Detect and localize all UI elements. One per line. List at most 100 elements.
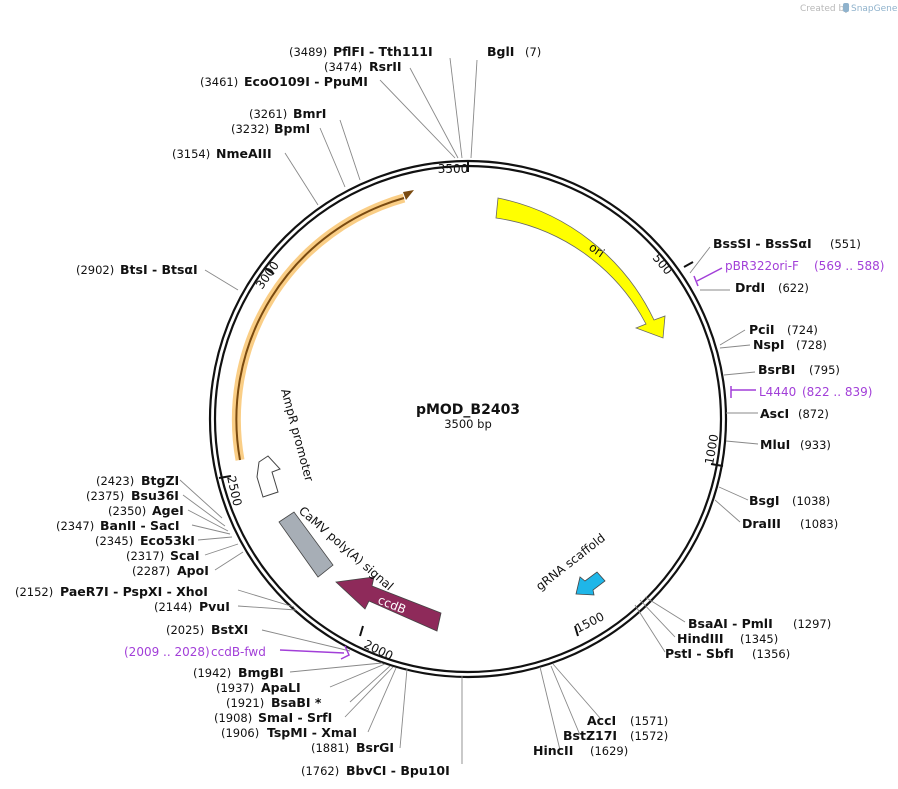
site-bgli[interactable]: BglI [487,44,514,59]
site-agei[interactable]: AgeI [152,503,184,518]
primer-ccdb-fwd-marker [279,645,350,660]
site-hincii[interactable]: HincII [533,743,573,758]
site-draiii-pos: (1083) [800,517,838,531]
feature-ampr-promoter-label: AmpR promoter [278,387,316,483]
site-btsi[interactable]: BtsI - BtsαI [120,262,198,277]
site-btsi-pos: (2902) [76,263,114,277]
feature-ori[interactable] [495,197,666,339]
site-pvui[interactable]: PvuI [199,599,230,614]
site-pvui-pos: (2144) [154,600,192,614]
site-bsu36i[interactable]: Bsu36I [131,488,179,503]
site-btgzi[interactable]: BtgZI [141,473,179,488]
site-bpmi[interactable]: BpmI [274,121,310,136]
leader-hincii [539,666,561,751]
site-ecoo109i[interactable]: EcoO109I - PpuMI [244,74,368,89]
site-mlui[interactable]: MluI [760,437,790,452]
site-banii-pos: (2347) [56,519,94,533]
snapgene-brand[interactable]: Created by SnapGene [800,3,898,14]
site-bsssi[interactable]: BssSI - BssSαI [713,236,812,251]
site-rsrii-pos: (3474) [324,60,362,74]
feature-ccdb-label: ccdB [376,593,408,617]
ampr-arc-halo [231,193,406,461]
site-asci[interactable]: AscI [760,406,789,421]
site-bsgi-pos: (1038) [792,494,830,508]
leader-paer7i [237,589,295,608]
primer-pbr322ori-f-marker [693,267,723,287]
site-mlui-pos: (933) [800,438,831,452]
primer-pbr322ori-f[interactable]: pBR322ori-F [725,259,799,273]
site-pcii[interactable]: PciI [749,322,775,337]
plasmid-name: pMOD_B2403 [416,402,520,418]
tick-1500 [574,625,579,637]
leader-bmri [339,119,361,181]
ampr-arc[interactable] [235,197,405,461]
site-bsaai[interactable]: BsaAI - PmlI [688,616,773,631]
site-eco53ki[interactable]: Eco53kI [140,533,195,548]
site-bsgi[interactable]: BsgI [749,493,780,508]
site-paer7i[interactable]: PaeR7I - PspXI - XhoI [60,584,208,599]
ampr-arrowhead [403,190,414,200]
site-bgli-pos: (7) [525,45,541,59]
site-bstxi[interactable]: BstXI [211,622,248,637]
site-nmeaiii[interactable]: NmeAIII [216,146,272,161]
site-apali[interactable]: ApaLI [261,680,301,695]
primer-l4440[interactable]: L4440 [759,385,796,399]
feature-camv-polya[interactable] [278,511,334,578]
site-bsabi[interactable]: BsaBI * [271,695,322,710]
leader-agei [187,509,229,532]
site-hindiii[interactable]: HindIII [677,631,724,646]
primer-ccdb-fwd[interactable]: ccdB-fwd [211,645,266,659]
leader-bstxi [261,629,351,652]
leader-bmgbi [289,662,383,673]
site-tspmi[interactable]: TspMI - XmaI [267,725,357,740]
primer-l4440-range: (822 .. 839) [802,385,872,399]
leader-psti [634,604,666,653]
site-psti[interactable]: PstI - SbfI [665,646,734,661]
site-drdi[interactable]: DrdI [735,280,765,295]
site-apali-pos: (1937) [216,681,254,695]
tick-marks: 3500 500 1000 1500 2000 2500 3000 [218,160,724,663]
leader-bsrbi [723,371,756,376]
site-apoi[interactable]: ApoI [177,563,209,578]
leader-apoi [214,551,244,571]
site-nspi[interactable]: NspI [753,337,785,352]
site-bbvci-pos: (1762) [301,764,339,778]
site-bpmi-pos: (3232) [231,122,269,136]
site-bsrbi[interactable]: BsrBI [758,362,795,377]
leader-pvui [237,605,297,611]
site-scai[interactable]: ScaI [170,548,200,563]
feature-grna-scaffold[interactable] [575,571,606,596]
site-nmeaiii-pos: (3154) [172,147,210,161]
site-draiii[interactable]: DraIII [742,516,781,531]
site-bstz17i[interactable]: BstZ17I [563,728,617,743]
site-bsrbi-pos: (795) [809,363,840,377]
brand-name: SnapGene [851,4,898,14]
site-drdi-pos: (622) [778,281,809,295]
site-pcii-pos: (724) [787,323,818,337]
site-pflfi[interactable]: PflFI - Tth111I [333,44,433,59]
tick-2500 [218,475,232,479]
site-rsrii[interactable]: RsrII [369,59,402,74]
leader-bsgi [718,486,749,501]
site-banii[interactable]: BanII - SacI [100,518,180,533]
primer-ccdb-fwd-range: (2009 .. 2028) [124,645,210,659]
primer-pbr322ori-f-range: (569 .. 588) [814,259,884,273]
leader-bstz17i [550,665,581,736]
site-smai[interactable]: SmaI - SrfI [258,710,332,725]
feature-ampr-promoter[interactable] [256,455,281,498]
leader-hindiii [639,599,676,638]
site-hincii-pos: (1629) [590,744,628,758]
feature-ccdb[interactable] [335,576,442,632]
leader-pcii [719,329,746,346]
site-bsrgi[interactable]: BsrGI [356,740,394,755]
tick-label-2500: 2500 [224,475,245,508]
site-bsaai-pos: (1297) [793,617,831,631]
site-bsabi-pos: (1921) [226,696,264,710]
leader-bsaai [644,596,686,623]
site-acci[interactable]: AccI [587,713,616,728]
site-bmgbi[interactable]: BmgBI [238,665,284,680]
site-bbvci[interactable]: BbvCI - Bpu10I [346,763,450,778]
site-bsrgi-pos: (1881) [311,741,349,755]
site-bmri[interactable]: BmrI [293,106,326,121]
